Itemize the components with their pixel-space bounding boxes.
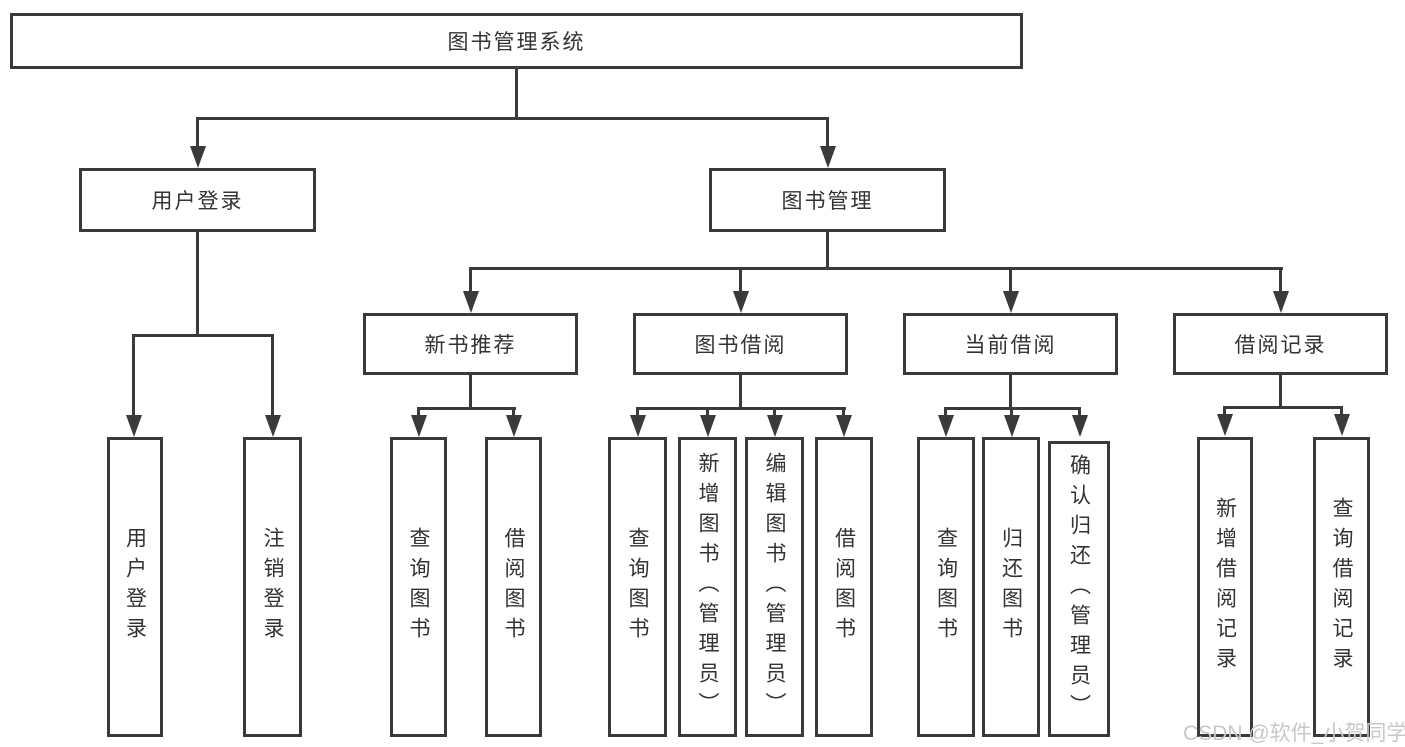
connector-arrow-stem: [1279, 267, 1282, 293]
node-label: 图书借阅: [694, 334, 787, 357]
connector-arrow-stem: [1340, 406, 1343, 416]
connector-bookmgmt-branch: [469, 267, 1283, 270]
connector-bookborrow-stem: [739, 375, 742, 410]
leaf-query-books-current: 查询图书: [917, 437, 975, 737]
connector-root-branch: [196, 117, 829, 120]
connector-currentborrow-stem: [1009, 375, 1012, 410]
node-current-borrow: 当前借阅: [903, 313, 1118, 375]
node-label: 查询图书: [407, 527, 430, 647]
arrow-down-icon: [1273, 291, 1289, 313]
connector-bookborrow-branch: [636, 407, 846, 410]
arrow-down-icon: [1334, 414, 1350, 436]
node-label: 注销登录: [261, 527, 284, 647]
node-label: 借阅图书: [502, 527, 525, 647]
node-user-login: 用户登录: [79, 168, 316, 232]
node-label: 图书管理: [781, 190, 874, 213]
node-label: 借阅记录: [1234, 334, 1327, 357]
arrow-down-icon: [836, 415, 852, 437]
arrow-down-icon: [630, 415, 646, 437]
connector-arrow-stem: [469, 267, 472, 293]
node-label: 当前借阅: [964, 334, 1057, 357]
leaf-user-login: 用户登录: [107, 437, 163, 737]
connector-arrow-stem: [842, 407, 845, 417]
node-label: 用户登录: [123, 527, 147, 647]
node-label: 归还图书: [999, 527, 1023, 647]
leaf-query-books-recommend: 查询图书: [390, 437, 447, 737]
connector-arrow-stem: [196, 117, 199, 149]
node-label: 查询借阅记录: [1330, 497, 1353, 677]
connector-arrow-stem: [826, 117, 829, 149]
node-label: 借阅图书: [832, 527, 856, 647]
leaf-borrow-books: 借阅图书: [815, 437, 873, 737]
node-label: 查询图书: [626, 527, 649, 647]
leaf-confirm-return-admin: 确认归还（管理员）: [1048, 441, 1110, 737]
leaf-add-borrow-record: 新增借阅记录: [1197, 437, 1253, 737]
node-borrow-records: 借阅记录: [1173, 313, 1388, 375]
node-label: 确认归还（管理员）: [1067, 454, 1091, 724]
connector-arrow-stem: [1010, 407, 1013, 417]
leaf-borrow-books-recommend: 借阅图书: [485, 437, 542, 737]
connector-arrow-stem: [636, 407, 639, 417]
csdn-watermark: CSDN @软件_小贺同学: [1183, 722, 1405, 745]
connector-records-branch: [1223, 406, 1343, 409]
arrow-down-icon: [265, 415, 281, 437]
arrow-down-icon: [506, 415, 522, 437]
connector-arrow-stem: [1223, 406, 1226, 416]
node-label: 图书管理系统: [447, 31, 586, 54]
connector-arrow-stem: [706, 407, 709, 417]
connector-userlogin-branch: [132, 334, 274, 337]
node-label: 编辑图书（管理员）: [763, 452, 786, 722]
connector-arrow-stem: [512, 407, 515, 417]
leaf-logout-login: 注销登录: [243, 437, 302, 737]
connector-root-stem: [515, 69, 518, 120]
connector-arrow-stem: [773, 407, 776, 417]
leaf-return-books: 归还图书: [982, 437, 1040, 737]
node-library-system: 图书管理系统: [10, 13, 1023, 69]
node-book-management: 图书管理: [709, 168, 946, 232]
connector-recommend-stem: [469, 375, 472, 410]
leaf-add-books-admin: 新增图书（管理员）: [678, 437, 737, 737]
connector-arrow-stem: [739, 267, 742, 293]
arrow-down-icon: [767, 415, 783, 437]
connector-arrow-stem: [417, 407, 420, 417]
arrow-down-icon: [1004, 415, 1020, 437]
connector-arrow-stem: [1009, 267, 1012, 293]
leaf-query-borrow-record: 查询借阅记录: [1313, 437, 1370, 737]
arrow-down-icon: [1003, 291, 1019, 313]
connector-arrow-stem: [132, 334, 135, 416]
arrow-down-icon: [190, 146, 206, 168]
node-new-book-recommend: 新书推荐: [363, 313, 578, 375]
connector-userlogin-stem: [196, 232, 199, 336]
arrow-down-icon: [820, 146, 836, 168]
connector-arrow-stem: [271, 334, 274, 416]
connector-bookmgmt-stem: [826, 232, 829, 270]
node-label: 查询图书: [934, 527, 958, 647]
node-book-borrow: 图书借阅: [633, 313, 848, 375]
node-label: 新增借阅记录: [1213, 497, 1237, 677]
arrow-down-icon: [1072, 415, 1088, 437]
connector-records-stem: [1279, 375, 1282, 409]
arrow-down-icon: [1217, 414, 1233, 436]
arrow-down-icon: [938, 415, 954, 437]
connector-arrow-stem: [1078, 407, 1081, 417]
leaf-query-books-borrow: 查询图书: [608, 437, 667, 737]
connector-arrow-stem: [944, 407, 947, 417]
node-label: 新增图书（管理员）: [696, 452, 719, 722]
arrow-down-icon: [463, 291, 479, 313]
arrow-down-icon: [700, 415, 716, 437]
arrow-down-icon: [411, 415, 427, 437]
arrow-down-icon: [126, 415, 142, 437]
arrow-down-icon: [733, 291, 749, 313]
leaf-edit-books-admin: 编辑图书（管理员）: [745, 437, 804, 737]
connector-recommend-branch: [417, 407, 516, 410]
node-label: 用户登录: [151, 190, 244, 213]
node-label: 新书推荐: [424, 334, 517, 357]
